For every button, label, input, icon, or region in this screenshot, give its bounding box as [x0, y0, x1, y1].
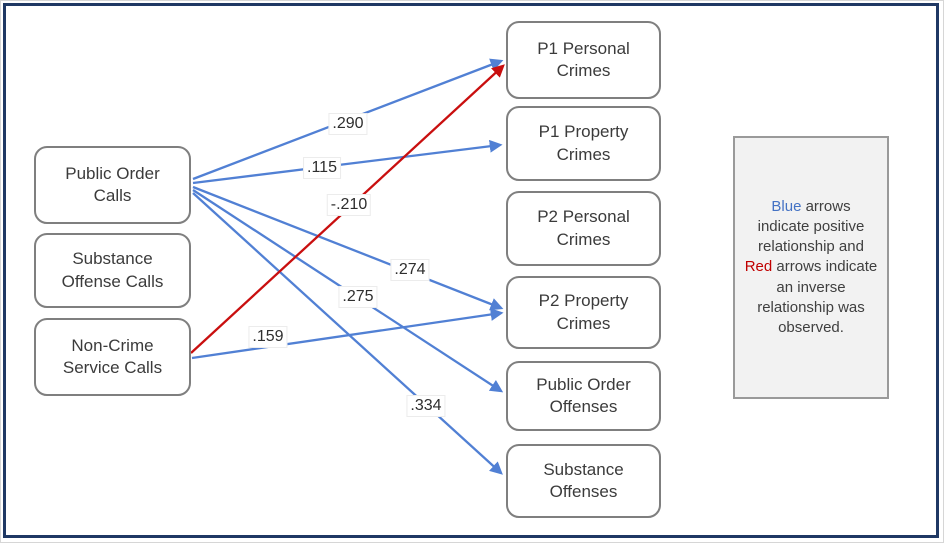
edge-coefficient-public-order-calls-to-p1-property-crimes: .115	[303, 157, 341, 179]
node-p1-personal-crimes: P1 Personal Crimes	[506, 21, 661, 99]
node-label: P2 Property Crimes	[538, 291, 629, 333]
node-substance-offenses: Substance Offenses	[506, 444, 661, 518]
edge-coefficient-non-crime-service-calls-to-p2-property-crimes: .159	[248, 326, 288, 348]
node-label: Substance Offense Calls	[61, 249, 164, 291]
node-label: Substance Offenses	[543, 459, 624, 501]
node-public-order-calls: Public Order Calls	[34, 146, 191, 224]
edge-coefficient-public-order-calls-to-substance-offenses: .334	[406, 395, 446, 417]
edge-public-order-calls-to-p2-property-crimes	[192, 185, 504, 311]
node-label: P1 Property Crimes	[538, 122, 629, 164]
node-p2-property-crimes: P2 Property Crimes	[506, 276, 661, 349]
node-label: Public Order Offenses	[536, 374, 631, 416]
edge-non-crime-service-calls-to-p2-property-crimes	[191, 308, 504, 360]
edge-coefficient-non-crime-service-calls-to-p1-personal-crimes: -.210	[326, 194, 372, 216]
node-non-crime-service-calls: Non-Crime Service Calls	[34, 318, 191, 396]
edge-coefficient-public-order-calls-to-p2-property-crimes: .274	[390, 259, 430, 281]
legend-text: Blue arrows indicate positive relationsh…	[744, 197, 878, 339]
edge-coefficient-public-order-calls-to-public-order-offenses: .275	[338, 286, 378, 308]
node-label: Public Order Calls	[65, 163, 160, 205]
legend-rest-text: arrows indicate an inverse relationship …	[757, 258, 878, 337]
node-public-order-offenses: Public Order Offenses	[506, 361, 661, 431]
node-p2-personal-crimes: P2 Personal Crimes	[506, 191, 661, 266]
node-label: P2 Personal Crimes	[537, 207, 630, 249]
legend-red-word: Red	[744, 258, 773, 276]
edge-public-order-calls-to-substance-offenses	[192, 192, 503, 475]
node-label: Non-Crime Service Calls	[62, 335, 163, 377]
edge-coefficient-public-order-calls-to-p1-personal-crimes: .290	[328, 113, 368, 135]
edge-public-order-calls-to-p1-property-crimes	[192, 139, 503, 185]
legend-box: Blue arrows indicate positive relationsh…	[733, 136, 889, 399]
legend-blue-word: Blue	[771, 197, 802, 215]
node-substance-offense-calls: Substance Offense Calls	[34, 233, 191, 308]
node-label: P1 Personal Crimes	[537, 38, 630, 80]
node-p1-property-crimes: P1 Property Crimes	[506, 106, 661, 181]
legend-middle-text: arrows indicate positive relationship an…	[757, 197, 865, 256]
